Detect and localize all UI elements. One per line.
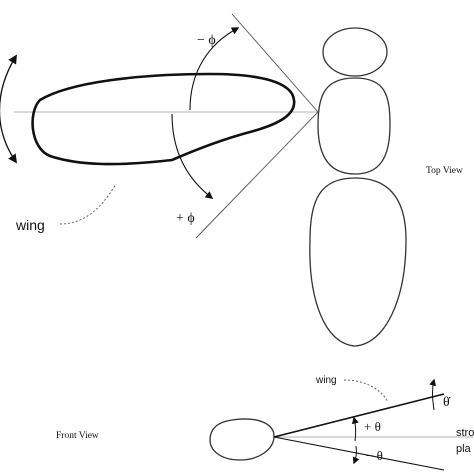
front-view: Front View wing + θ − θ θ̇ stro pla bbox=[56, 375, 474, 471]
stroke-plane-label-line2: pla bbox=[456, 443, 472, 455]
wing-leader-line bbox=[59, 183, 117, 225]
stroke-limit-lower-line bbox=[195, 111, 319, 239]
plus-phi-label: + ϕ bbox=[176, 211, 195, 226]
thorax-shape bbox=[317, 77, 391, 175]
front-wing-label: wing bbox=[315, 375, 337, 386]
top-view-title: Top View bbox=[426, 166, 463, 176]
wing-outline bbox=[31, 72, 296, 166]
front-wing-leader-line bbox=[343, 379, 389, 403]
minus-phi-label: − ϕ bbox=[197, 33, 216, 48]
front-wing-upper-line bbox=[273, 393, 445, 438]
theta-dot-arrow bbox=[429, 378, 437, 411]
plus-theta-arc bbox=[351, 416, 359, 442]
insect-body bbox=[309, 27, 407, 347]
stroke-plane-label-line1: stro bbox=[456, 427, 474, 439]
front-wing-lower-line bbox=[273, 436, 445, 471]
theta-dot-label: θ̇ bbox=[443, 395, 451, 410]
plus-phi-arc bbox=[171, 113, 214, 199]
stroke-limit-upper-line bbox=[231, 13, 319, 113]
head-shape bbox=[322, 27, 388, 77]
top-wing-label: wing bbox=[15, 217, 45, 233]
flap-double-arrow bbox=[0, 54, 18, 164]
front-body-shape bbox=[209, 418, 275, 461]
top-view: − ϕ + ϕ wing Top View bbox=[0, 13, 463, 347]
front-view-title: Front View bbox=[56, 431, 99, 441]
abdomen-shape bbox=[309, 177, 407, 347]
minus-theta-arc bbox=[352, 445, 360, 465]
minus-phi-arc bbox=[189, 27, 240, 111]
minus-theta-label: − θ bbox=[366, 448, 383, 463]
plus-theta-label: + θ bbox=[364, 419, 381, 434]
